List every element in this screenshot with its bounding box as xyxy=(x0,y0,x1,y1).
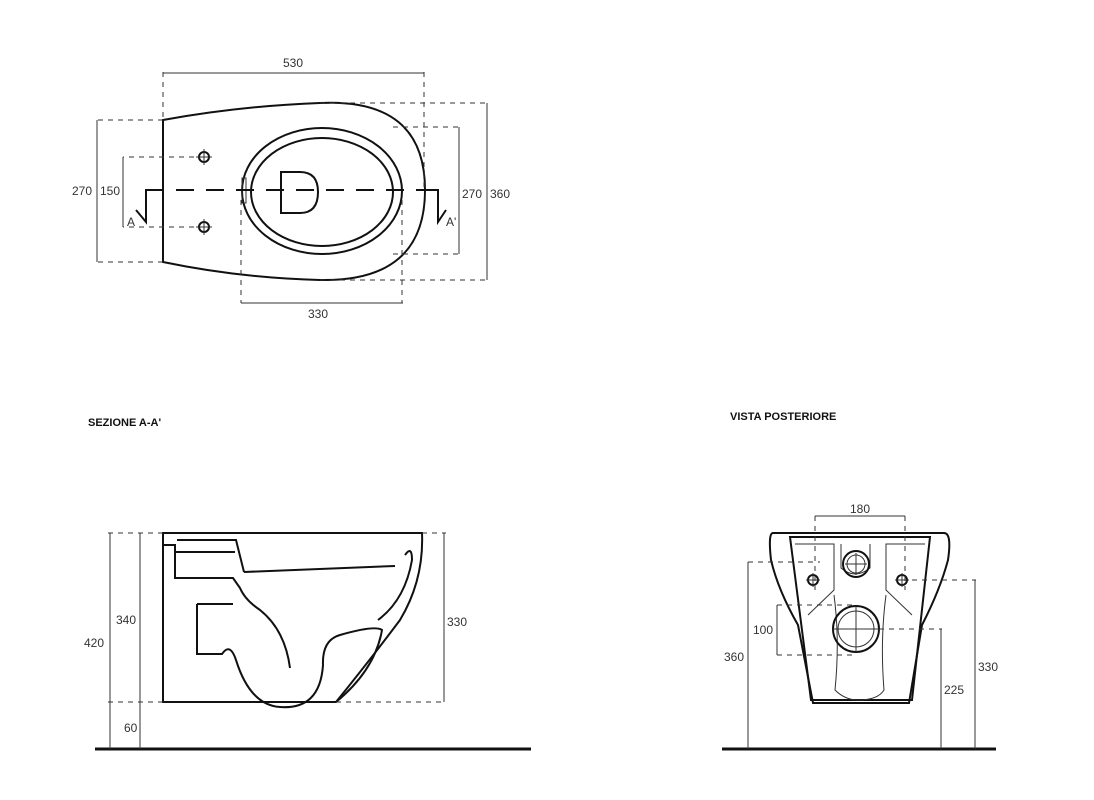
dim-360: 360 xyxy=(490,187,510,201)
top-view: A A' 530 270 150 270 360 330 xyxy=(72,56,510,321)
section-title: SEZIONE A-A' xyxy=(88,417,161,429)
section-mark-a-prime: A' xyxy=(446,215,456,229)
dim-330-rear: 330 xyxy=(978,660,998,674)
rear-view: VISTA POSTERIORE 180 360 100 225 330 xyxy=(722,411,998,751)
water-inlet xyxy=(842,550,870,578)
section-mark-a: A xyxy=(127,215,135,229)
rear-view-title: VISTA POSTERIORE xyxy=(730,411,836,423)
dim-225: 225 xyxy=(944,683,964,697)
section-arrow-left xyxy=(135,189,155,225)
top-view-body xyxy=(162,101,427,282)
rear-profile xyxy=(768,532,951,704)
section-arrow-right xyxy=(428,189,447,226)
dim-270-left: 270 xyxy=(72,184,92,198)
dim-330: 330 xyxy=(308,307,328,321)
section-profile xyxy=(162,532,424,709)
dim-420: 420 xyxy=(84,636,104,650)
dim-340: 340 xyxy=(116,613,136,627)
dim-100: 100 xyxy=(753,623,773,637)
dim-360-rear: 360 xyxy=(724,650,744,664)
dim-180: 180 xyxy=(850,502,870,516)
drain-outlet xyxy=(280,171,320,214)
dim-60: 60 xyxy=(124,721,138,735)
section-view: SEZIONE A-A' 420 340 60 330 xyxy=(84,417,531,751)
dim-150: 150 xyxy=(100,184,120,198)
seat-inner-rim xyxy=(250,137,394,247)
dim-270-right: 270 xyxy=(462,187,482,201)
dim-530: 530 xyxy=(283,56,303,70)
dim-330-section: 330 xyxy=(447,615,467,629)
